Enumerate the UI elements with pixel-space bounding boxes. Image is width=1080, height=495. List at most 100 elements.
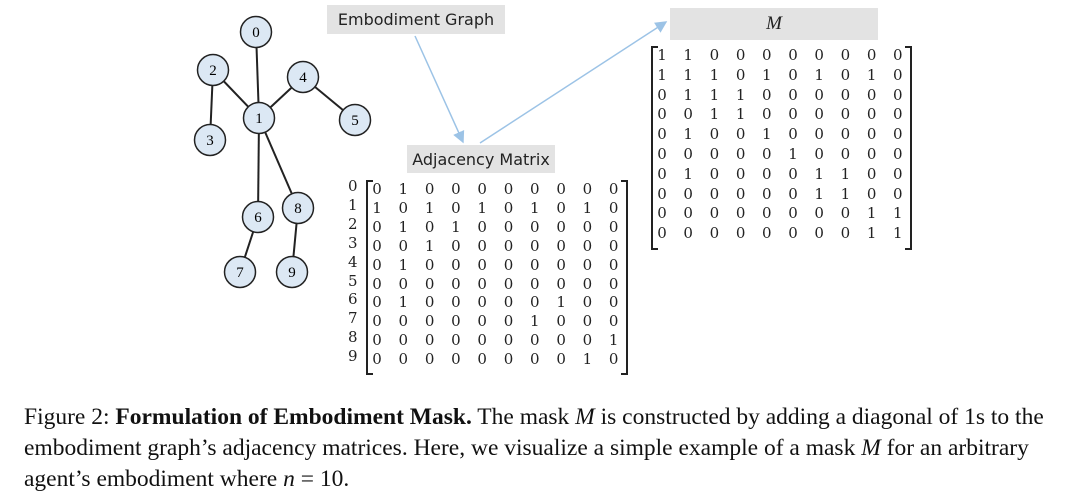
matrix-cell: 0 bbox=[556, 198, 566, 217]
graph-node: 5 bbox=[338, 103, 372, 137]
row-index: 3 bbox=[348, 233, 358, 252]
matrix-cell: 0 bbox=[556, 312, 566, 331]
matrix-cell: 1 bbox=[762, 125, 772, 144]
graph-node-label: 8 bbox=[294, 201, 302, 217]
matrix-cell: 0 bbox=[683, 184, 693, 203]
matrix-cell: 0 bbox=[893, 85, 903, 104]
matrix-cell: 0 bbox=[840, 204, 851, 223]
matrix-cell: 1 bbox=[866, 65, 877, 84]
graph-node: 6 bbox=[241, 200, 275, 234]
matrix-cell: 0 bbox=[762, 105, 772, 124]
matrix-cell: 0 bbox=[503, 331, 514, 350]
matrix-cell: 0 bbox=[477, 293, 487, 312]
matrix-cell: 0 bbox=[866, 46, 877, 64]
matrix-cell: 0 bbox=[840, 85, 851, 104]
matrix-cell: 0 bbox=[398, 274, 409, 293]
matrix-cell: 0 bbox=[893, 65, 903, 84]
matrix-cell: 0 bbox=[709, 224, 720, 243]
matrix-cell: 0 bbox=[398, 312, 409, 331]
graph-node: 1 bbox=[242, 101, 276, 135]
caption-prefix: Figure 2: bbox=[24, 404, 116, 430]
graph-node: 2 bbox=[196, 53, 230, 87]
matrix-cell: 1 bbox=[814, 65, 824, 84]
matrix-cell: 0 bbox=[608, 217, 619, 236]
matrix-cell: 0 bbox=[503, 274, 514, 293]
matrix-cell: 0 bbox=[372, 217, 382, 236]
matrix-cell: 0 bbox=[788, 184, 798, 203]
left-bracket bbox=[651, 46, 658, 250]
matrix-cell: 1 bbox=[657, 46, 667, 64]
graph-node-label: 6 bbox=[254, 210, 262, 226]
matrix-cell: 0 bbox=[372, 236, 382, 255]
matrix-cell: 0 bbox=[657, 105, 667, 124]
matrix-cell: 0 bbox=[451, 312, 461, 331]
matrix-cell: 0 bbox=[582, 274, 593, 293]
matrix-cell: 0 bbox=[372, 180, 382, 198]
row-index: 1 bbox=[348, 195, 358, 214]
matrix-cell: 0 bbox=[814, 46, 824, 64]
matrix-cell: 0 bbox=[893, 184, 903, 203]
matrix-cell: 0 bbox=[556, 331, 566, 350]
row-index: 2 bbox=[348, 214, 358, 233]
matrix-cell: 0 bbox=[608, 255, 619, 274]
matrix-cell: 1 bbox=[762, 65, 772, 84]
matrix-cell: 0 bbox=[762, 145, 772, 163]
matrix-cell: 0 bbox=[788, 46, 798, 64]
right-bracket bbox=[904, 46, 912, 250]
matrix-cell: 1 bbox=[683, 125, 693, 144]
graph-node: 9 bbox=[275, 255, 309, 289]
figure-caption: Figure 2: Formulation of Embodiment Mask… bbox=[24, 402, 1074, 495]
matrix-cell: 1 bbox=[735, 85, 746, 104]
matrix-cell: 0 bbox=[582, 236, 593, 255]
caption-text: The mask bbox=[471, 404, 576, 430]
matrix-cell: 0 bbox=[451, 331, 461, 350]
matrix-cell: 0 bbox=[451, 180, 461, 198]
matrix-cell: 0 bbox=[503, 312, 514, 331]
matrix-cell: 1 bbox=[530, 312, 540, 331]
matrix-cell: 0 bbox=[582, 331, 593, 350]
matrix-cell: 0 bbox=[814, 224, 824, 243]
matrix-cell: 0 bbox=[735, 145, 746, 163]
matrix-cell: 0 bbox=[735, 224, 746, 243]
graph-node-label: 5 bbox=[351, 113, 359, 129]
matrix-cell: 0 bbox=[503, 350, 514, 369]
matrix-cell: 0 bbox=[556, 255, 566, 274]
matrix-cell: 1 bbox=[530, 198, 540, 217]
matrix-cell: 0 bbox=[709, 46, 720, 64]
matrix-cell: 0 bbox=[608, 312, 619, 331]
row-index: 4 bbox=[348, 252, 358, 271]
matrix-cell: 0 bbox=[424, 180, 435, 198]
caption-title: Formulation of Embodiment Mask. bbox=[115, 404, 472, 430]
matrix-cell: 0 bbox=[477, 180, 487, 198]
matrix-cell: 1 bbox=[657, 65, 667, 84]
arrow bbox=[414, 35, 465, 144]
matrix-cell: 0 bbox=[735, 46, 746, 64]
matrix-cell: 0 bbox=[530, 350, 540, 369]
graph-node-label: 2 bbox=[209, 63, 217, 79]
matrix-cell: 0 bbox=[709, 145, 720, 163]
caption-math: M bbox=[575, 404, 595, 430]
matrix-cell: 0 bbox=[735, 184, 746, 203]
matrix-cell: 0 bbox=[556, 350, 566, 369]
matrix-cell: 1 bbox=[866, 204, 877, 223]
matrix-cell: 0 bbox=[788, 105, 798, 124]
matrix-cell: 0 bbox=[788, 65, 798, 84]
matrix-cell: 0 bbox=[709, 164, 720, 183]
matrix-cell: 0 bbox=[503, 236, 514, 255]
matrix-cell: 0 bbox=[372, 274, 382, 293]
matrix-cell: 0 bbox=[608, 274, 619, 293]
matrix-cell: 0 bbox=[451, 350, 461, 369]
matrix-cell: 0 bbox=[372, 331, 382, 350]
matrix-cell: 0 bbox=[372, 350, 382, 369]
matrix-cell: 0 bbox=[556, 274, 566, 293]
matrix-cell: 1 bbox=[788, 145, 798, 163]
matrix-cell: 1 bbox=[582, 198, 593, 217]
matrix-cell: 0 bbox=[398, 198, 409, 217]
matrix-cell: 0 bbox=[424, 255, 435, 274]
matrix-cell: 0 bbox=[530, 180, 540, 198]
matrix-cell: 0 bbox=[503, 198, 514, 217]
matrix-cell: 1 bbox=[451, 217, 461, 236]
matrix-cell: 0 bbox=[582, 312, 593, 331]
matrix-cell: 0 bbox=[893, 46, 903, 64]
matrix-cell: 0 bbox=[556, 236, 566, 255]
